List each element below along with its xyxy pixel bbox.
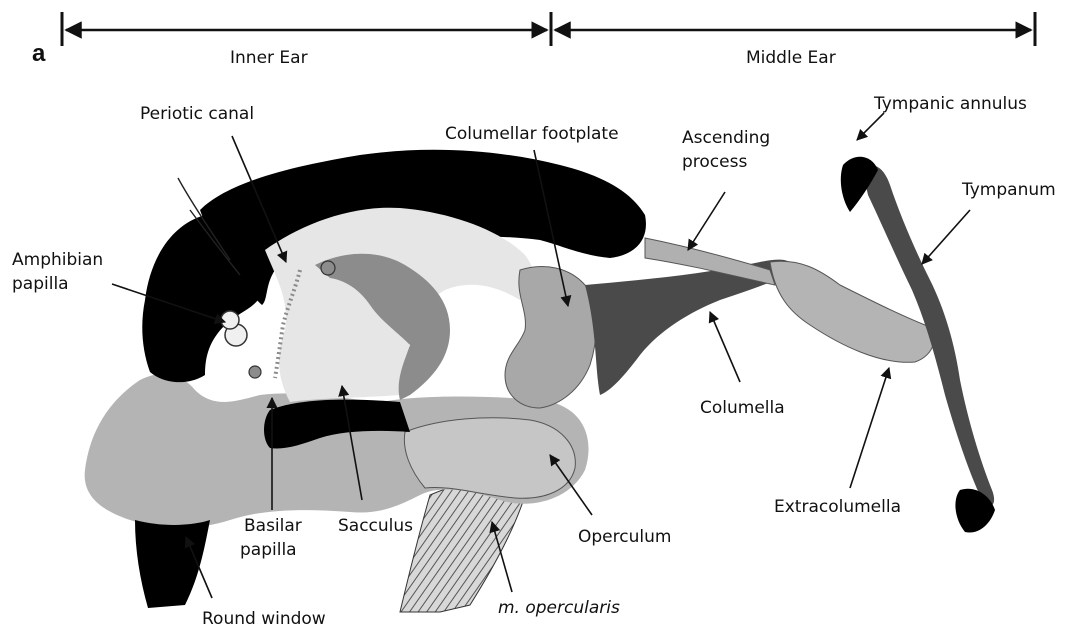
periotic-knob (321, 261, 335, 275)
operculum-shape (404, 418, 575, 499)
amphibian-papilla-label-line1: Amphibian (12, 250, 103, 271)
columellar-footplate-shape (505, 266, 596, 408)
otic-bone-stem (135, 520, 210, 608)
region-scale-bar (62, 12, 1035, 46)
extracolumella-label: Extracolumella (774, 497, 901, 518)
ascending-process-label-line2: process (682, 152, 747, 173)
tympanic-annulus-label: Tympanic annulus (874, 94, 1027, 115)
arrow-tympanic-annulus (857, 113, 884, 140)
operculum-label: Operculum (578, 527, 671, 548)
periotic-canal-label: Periotic canal (140, 104, 254, 125)
m-opercularis-label: m. opercularis (498, 598, 620, 619)
amphibian-papilla-lobe (221, 311, 239, 329)
columellar-footplate-label: Columellar footplate (445, 124, 619, 145)
middle-ear-label: Middle Ear (746, 48, 836, 69)
ascending-process-label-line1: Ascending (682, 128, 770, 149)
tympanum-label: Tympanum (962, 180, 1056, 201)
panel-letter: a (32, 40, 45, 68)
amphibian-papilla-label-line2: papilla (12, 274, 69, 295)
round-window-label: Round window (202, 609, 326, 630)
basilar-papilla-label-line2: papilla (240, 540, 297, 561)
arrow-tympanum (922, 210, 970, 264)
columella-label: Columella (700, 398, 785, 419)
basilar-papilla-shape (249, 366, 261, 378)
arrow-columella (710, 312, 740, 382)
arrow-extracolumella (850, 368, 889, 488)
arrow-ascending-process (688, 192, 725, 250)
sacculus-label: Sacculus (338, 516, 413, 537)
inner-ear-label: Inner Ear (230, 48, 308, 69)
basilar-papilla-label-line1: Basilar (244, 516, 302, 537)
